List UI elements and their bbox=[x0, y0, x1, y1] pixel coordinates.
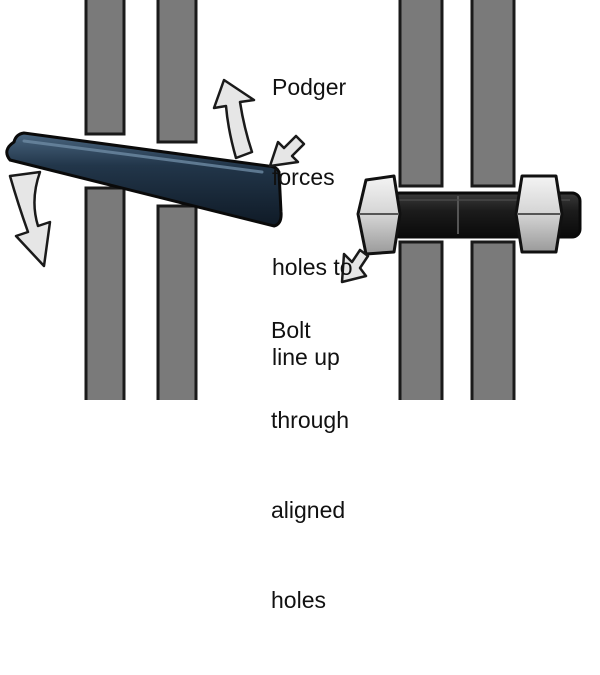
podger-caption-line-4: line up bbox=[272, 344, 340, 370]
bolt-caption-line-3: aligned bbox=[271, 497, 346, 523]
podger-caption-line-3: holes to bbox=[272, 254, 353, 280]
bolt-caption: Bolt through aligned holes bbox=[271, 255, 349, 675]
bolt bbox=[356, 174, 582, 256]
podger-caption-line-1: Podger bbox=[272, 74, 347, 100]
left-plate-2-bottom bbox=[156, 204, 198, 400]
left-plate-2-top bbox=[156, 0, 198, 144]
left-plate-1-bottom bbox=[84, 186, 126, 400]
podger-caption: Podger forces holes to line up bbox=[272, 12, 353, 432]
right-plate-2-bottom bbox=[470, 240, 516, 400]
bolt-caption-line-1: Bolt bbox=[271, 317, 311, 343]
right-plate-1-top bbox=[398, 0, 444, 188]
podger-tool bbox=[5, 131, 283, 228]
bolt-caption-line-2: through bbox=[271, 407, 350, 433]
podger-caption-line-2: forces bbox=[272, 164, 335, 190]
curved-arrow-up-icon bbox=[212, 78, 256, 160]
right-plate-2-top bbox=[470, 0, 516, 188]
right-plate-1-bottom bbox=[398, 240, 444, 400]
left-plates bbox=[84, 0, 198, 400]
podger-diagram: Podger forces holes to line up Bolt thro… bbox=[5, 0, 582, 613]
diagram-canvas bbox=[5, 0, 582, 400]
curved-arrow-down-icon bbox=[8, 170, 52, 268]
right-plates bbox=[398, 0, 516, 400]
pointer-arrow-podger bbox=[268, 134, 306, 168]
left-plate-1-top bbox=[84, 0, 126, 136]
pointer-arrow-bolt bbox=[340, 248, 370, 284]
bolt-caption-line-4: holes bbox=[271, 587, 326, 613]
